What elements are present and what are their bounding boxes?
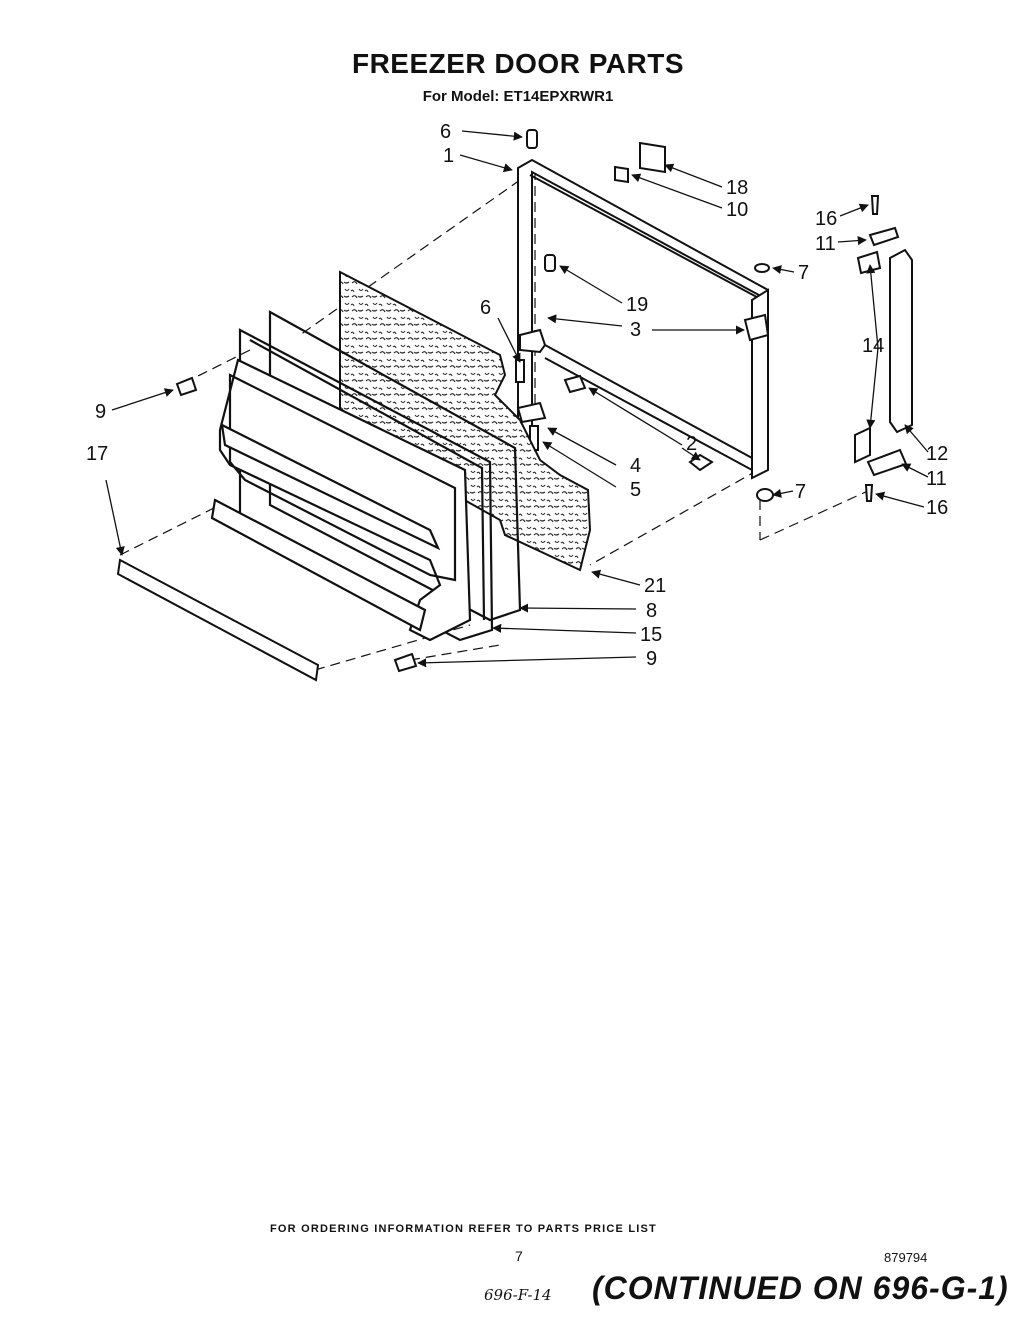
callout-7b: 7	[795, 481, 806, 503]
handwritten-code: 696-F-14	[484, 1286, 552, 1304]
callout-15: 15	[640, 624, 662, 646]
leader-arrows	[105, 130, 929, 668]
trim-strip	[116, 558, 320, 682]
model-subtitle: For Model: ET14EPXRWR1	[422, 88, 614, 105]
callout-labels: 6 1 18 10 16 11 7 19 6 3 14 9 17 2 4 5 1…	[86, 121, 948, 670]
callout-6a: 6	[440, 121, 451, 143]
callout-10: 10	[726, 199, 748, 221]
callout-11a: 11	[815, 233, 836, 255]
callout-3: 3	[630, 319, 641, 341]
hinge-parts	[854, 195, 913, 502]
callout-11b: 11	[926, 468, 947, 490]
callout-16b: 16	[926, 497, 948, 519]
callout-17: 17	[86, 443, 108, 465]
document-number: 879794	[884, 1250, 928, 1265]
callout-21: 21	[644, 575, 666, 597]
callout-6b: 6	[480, 297, 491, 319]
callout-4: 4	[630, 455, 641, 477]
callout-8: 8	[646, 600, 657, 622]
callout-1: 1	[443, 145, 454, 167]
door-liner	[210, 358, 472, 642]
callout-2: 2	[686, 433, 697, 455]
callout-14: 14	[862, 335, 884, 357]
plate-parts	[614, 141, 666, 184]
callout-9b: 9	[646, 648, 657, 670]
callout-7a: 7	[798, 262, 809, 284]
alignment-lines	[119, 170, 871, 671]
screws	[175, 376, 418, 673]
callout-5: 5	[630, 479, 641, 501]
ordering-note: FOR ORDERING INFORMATION REFER TO PARTS …	[270, 1223, 657, 1235]
callout-16a: 16	[815, 208, 837, 230]
callout-19: 19	[626, 294, 648, 316]
page-title: FREEZER DOOR PARTS	[351, 48, 685, 79]
callout-18: 18	[726, 177, 748, 199]
callout-9a: 9	[95, 401, 106, 423]
continued-note: (CONTINUED ON 696-G-1)	[592, 1270, 1009, 1306]
page-number: 7	[515, 1248, 523, 1264]
callout-12: 12	[926, 443, 948, 465]
